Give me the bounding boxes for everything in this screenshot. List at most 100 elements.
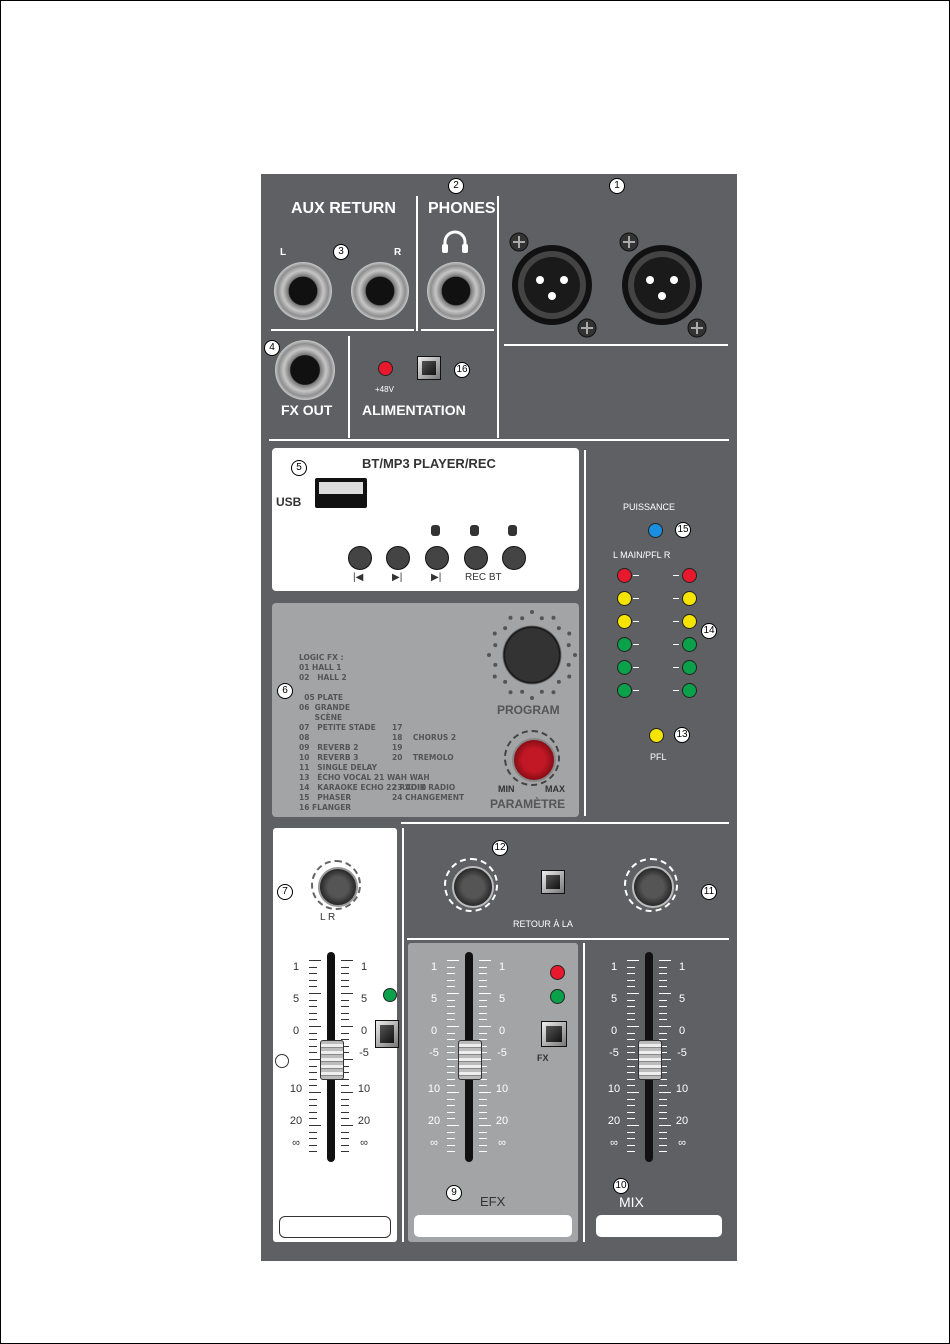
fader-tick [479, 1019, 487, 1021]
fader-tick [479, 979, 487, 981]
fx-out-jack[interactable] [275, 340, 335, 400]
min-label: MIN [498, 784, 515, 794]
fader-tick [341, 1151, 349, 1153]
fader-tick [479, 1085, 487, 1087]
dial-mark [551, 615, 556, 620]
fx-button[interactable] [541, 1021, 567, 1047]
prev-button[interactable] [348, 546, 372, 570]
divider [269, 439, 729, 441]
dial-mark [566, 662, 571, 667]
channel-fader-cap[interactable] [320, 1040, 344, 1080]
fader-tick [309, 1118, 317, 1120]
dial-mark [539, 616, 544, 621]
bt-button[interactable] [502, 546, 526, 570]
fader-tick [341, 1039, 349, 1041]
fader-tick [309, 1144, 317, 1146]
fader-tick [659, 1059, 671, 1060]
fx-signal-led [550, 989, 565, 1004]
fader-scale-label: ∞ [678, 1137, 686, 1149]
fader-tick [627, 1138, 635, 1140]
fader-tick [447, 1111, 455, 1113]
parametre-dial-ring [504, 730, 560, 786]
dial-mark [567, 631, 572, 636]
callout-3: 3 [333, 244, 349, 260]
program-knob[interactable] [502, 625, 562, 685]
fader-tick [659, 1125, 671, 1126]
alimentation-label: ALIMENTATION [362, 402, 466, 418]
fader-tick [659, 1085, 667, 1087]
fader-tick [659, 1151, 667, 1153]
meter-led-left [617, 614, 632, 629]
rec-button[interactable] [464, 546, 488, 570]
fader-tick [447, 999, 455, 1001]
pfl-label: PFL [650, 752, 667, 762]
fader-tick [659, 1111, 667, 1113]
efx-fader-cap[interactable] [458, 1040, 482, 1080]
usb-label: USB [276, 495, 302, 509]
aux-return-l-jack[interactable] [274, 262, 332, 320]
l-main-pfl-r-label: L MAIN/PFL R [613, 550, 671, 560]
fader-tick [659, 973, 667, 975]
fader-tick [447, 1065, 455, 1067]
lr-label: L R [320, 912, 336, 923]
fader-tick [627, 1098, 635, 1100]
next-button[interactable] [425, 546, 449, 570]
fader-scale-label: 0 [430, 1025, 438, 1037]
efx-name-strip[interactable] [414, 1215, 572, 1237]
fader-tick [627, 1151, 635, 1153]
divider [271, 329, 414, 331]
mix-name-strip[interactable] [596, 1215, 722, 1237]
fader-tick [341, 1131, 349, 1133]
fader-tick [341, 1085, 349, 1087]
fader-tick [447, 1092, 459, 1093]
callout-11: 11 [701, 884, 717, 900]
xlr-input-1[interactable] [507, 230, 607, 340]
usb-port[interactable] [315, 478, 367, 508]
aux-return-r-jack[interactable] [351, 262, 409, 320]
fader-tick [447, 979, 455, 981]
meter-led-right [682, 637, 697, 652]
fx-to-main-button[interactable] [541, 870, 565, 894]
pan-knob[interactable] [318, 867, 358, 907]
dial-mark [567, 674, 572, 679]
phones-jack[interactable] [427, 262, 485, 320]
fx-return-knob[interactable] [452, 866, 494, 908]
fader-scale-label: 20 [289, 1115, 303, 1127]
fader-tick [341, 1072, 349, 1074]
fader-tick [447, 1019, 455, 1021]
fader-tick [479, 1125, 491, 1126]
divider [504, 344, 728, 346]
callout-1: 1 [609, 178, 625, 194]
parametre-knob[interactable] [512, 738, 556, 782]
fader-tick [659, 1072, 667, 1074]
fader-tick [341, 999, 349, 1001]
fader-scale-label: 5 [678, 993, 686, 1005]
fader-tick [627, 1026, 639, 1027]
fader-scale-label: 5 [610, 993, 618, 1005]
fader-tick [341, 1012, 349, 1014]
callout-15: 15 [675, 522, 691, 538]
channel-name-strip[interactable] [279, 1216, 391, 1238]
fader-tick [627, 1118, 635, 1120]
meter-tick [633, 690, 639, 691]
fader-tick [309, 960, 321, 961]
play-pause-button[interactable] [386, 546, 410, 570]
dial-mark [487, 653, 491, 657]
fader-tick [447, 1118, 455, 1120]
fader-scale-label: 20 [607, 1115, 621, 1127]
dial-mark [556, 679, 561, 684]
mix-fader-cap[interactable] [638, 1040, 662, 1080]
fader-tick [309, 1045, 317, 1047]
pfl-button[interactable] [375, 1020, 399, 1048]
fader-tick [447, 1085, 455, 1087]
fx-list-right: 17 18 CHORUS 2 19 20 TREMOLO 23 VOIX RAD… [392, 723, 465, 802]
next-icon: ▶| [431, 572, 442, 583]
phantom-power-button[interactable] [417, 356, 441, 380]
xlr-input-2[interactable] [617, 230, 717, 340]
dial-mark [493, 662, 498, 667]
fader-scale-label: 0 [360, 1025, 368, 1037]
fader-tick [309, 1019, 317, 1021]
fx-label: FX [537, 1053, 549, 1063]
fader-tick [659, 1092, 671, 1093]
aux-return-knob[interactable] [632, 866, 674, 908]
